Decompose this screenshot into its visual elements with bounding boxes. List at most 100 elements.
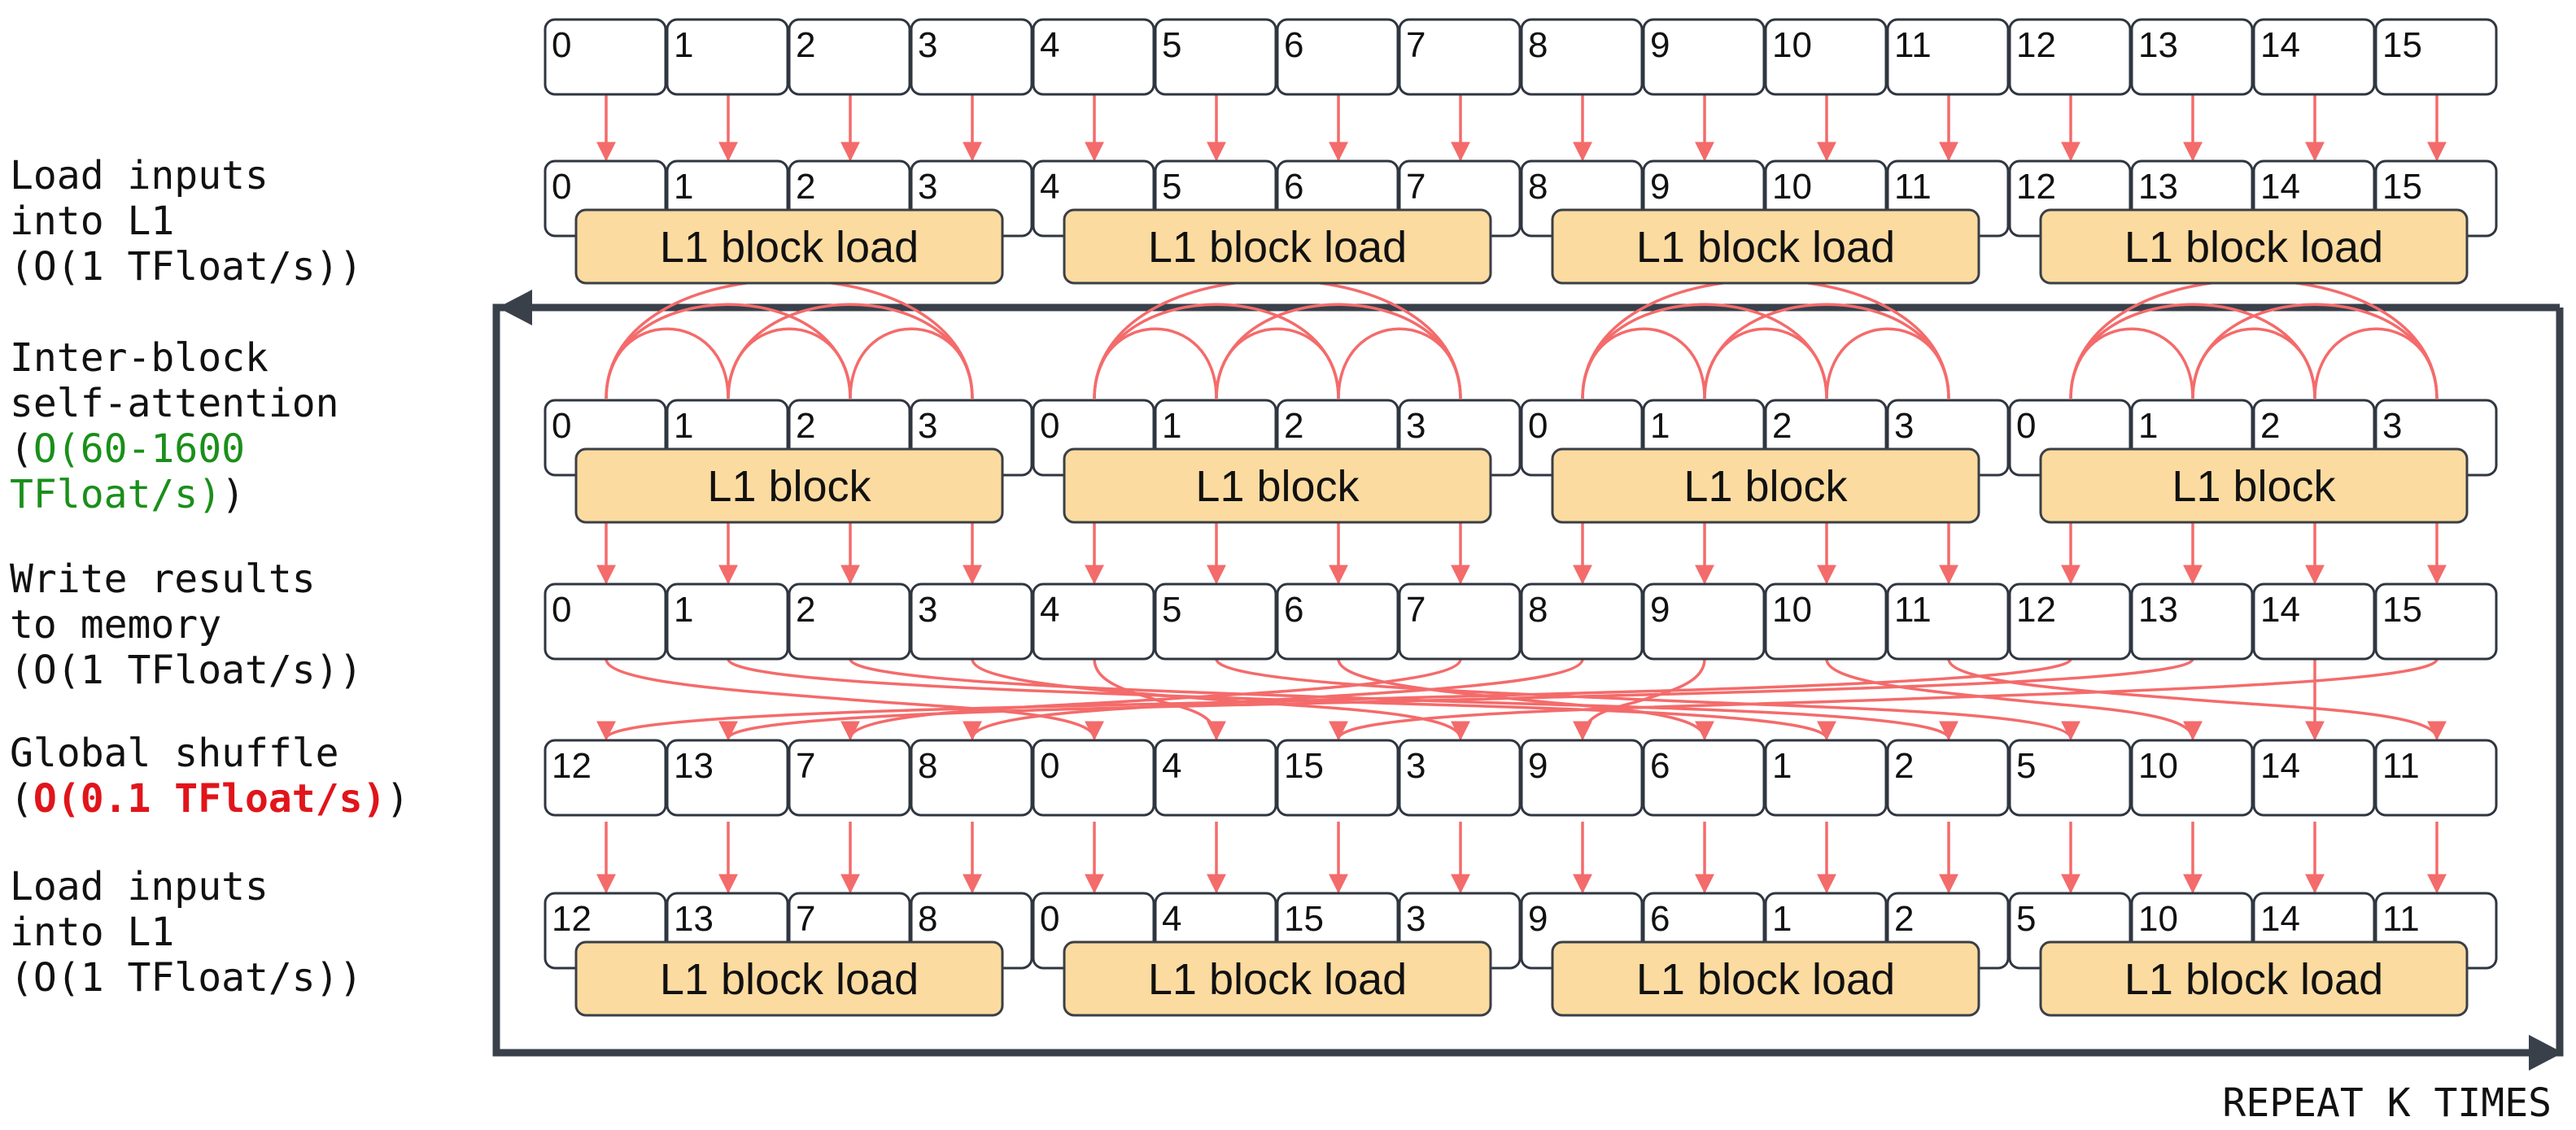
- attention-arc: [605, 327, 730, 399]
- cell-index: 10: [1772, 590, 1812, 630]
- cell-index: 4: [1162, 746, 1181, 786]
- cell-index: 1: [674, 590, 693, 630]
- stage-label-line: into L1: [10, 199, 174, 244]
- cell-index: 8: [918, 899, 937, 939]
- cell-index: 0: [552, 590, 571, 630]
- cell-index: 3: [1894, 406, 1914, 446]
- stage-label-part: O(60-1600: [33, 426, 245, 472]
- cell-index: 11: [1894, 25, 1932, 65]
- stage-label-line: Write results: [10, 556, 316, 602]
- l1-block: [574, 208, 1004, 285]
- cell-index: 1: [1650, 406, 1670, 446]
- stage-label-line: Load inputs: [10, 153, 269, 199]
- memory-cell: [910, 18, 1033, 96]
- cell-index: 11: [2382, 746, 2420, 786]
- cell-index: 12: [552, 899, 592, 939]
- cell-index: 0: [552, 25, 571, 65]
- cell-index: 3: [1406, 406, 1426, 446]
- memory-cell: [1886, 739, 2010, 817]
- shuffle-arrow: [1947, 658, 2447, 741]
- cell-index: 4: [1162, 899, 1181, 939]
- memory-cell: [1276, 18, 1399, 96]
- l1-block: [1063, 447, 1492, 524]
- l1-block-label: L1 block load: [2124, 955, 2383, 1004]
- attention-arc: [2069, 327, 2194, 399]
- loop-arrowhead-left: [498, 290, 532, 325]
- cell-index: 11: [1894, 167, 1932, 207]
- memory-cell: [1398, 18, 1522, 96]
- attention-arc: [2313, 327, 2438, 399]
- cell-index: 10: [2138, 746, 2178, 786]
- cell-index: 3: [2382, 406, 2402, 446]
- cell-index: 14: [2260, 746, 2300, 786]
- stage-label-part: O(0.1 TFloat/s): [33, 776, 386, 822]
- cell-index: 6: [1284, 25, 1303, 65]
- stage-label-line: (O(0.1 TFloat/s)): [10, 776, 409, 822]
- shuffle-arrow: [963, 658, 1584, 741]
- cell-index: 7: [796, 746, 815, 786]
- stage-label-part: ): [221, 472, 245, 517]
- shuffle-arrow: [1825, 658, 2203, 741]
- memory-cell: [2374, 739, 2498, 817]
- memory-cell: [1154, 582, 1277, 661]
- cell-index: 7: [1406, 590, 1426, 630]
- memory-cell: [1276, 582, 1399, 661]
- cell-index: 2: [1894, 899, 1914, 939]
- stage-label-line: into L1: [10, 910, 174, 955]
- repeat-label: REPEAT K TIMES: [2222, 1080, 2552, 1126]
- cell-index: 1: [1162, 406, 1181, 446]
- memory-cell: [2130, 582, 2254, 661]
- cell-index: 12: [2016, 590, 2056, 630]
- memory-cell: [1764, 739, 1888, 817]
- memory-cell: [544, 582, 667, 661]
- cell-index: 1: [674, 406, 693, 446]
- memory-cell: [1276, 739, 1399, 817]
- attention-arc: [605, 278, 974, 399]
- memory-cell: [2374, 582, 2498, 661]
- cell-index: 3: [918, 25, 937, 65]
- cell-index: 15: [2382, 590, 2422, 630]
- memory-cell: [1154, 739, 1277, 817]
- memory-cell: [2008, 739, 2132, 817]
- cell-index: 13: [2138, 25, 2178, 65]
- cell-index: 11: [2382, 899, 2420, 939]
- cell-index: 15: [1284, 746, 1324, 786]
- memory-cell: [2374, 18, 2498, 96]
- l1-block: [1063, 208, 1492, 285]
- memory-cell: [2252, 582, 2376, 661]
- cell-index: 5: [1162, 590, 1181, 630]
- cell-index: 1: [674, 167, 693, 207]
- stage-label-line: to memory: [10, 602, 221, 648]
- l1-block: [1551, 208, 1980, 285]
- cell-index: 8: [918, 746, 937, 786]
- cell-index: 13: [674, 746, 714, 786]
- l1-block-label: L1 block: [707, 462, 871, 511]
- memory-cell: [544, 739, 667, 817]
- cell-index: 5: [1162, 167, 1181, 207]
- l1-block: [2039, 940, 2469, 1017]
- l1-block-label: L1 block: [1683, 462, 1848, 511]
- cell-index: 4: [1040, 590, 1059, 630]
- cell-index: 15: [1284, 899, 1324, 939]
- cell-index: 6: [1284, 590, 1303, 630]
- memory-cell: [1398, 739, 1522, 817]
- stage-label-part: (: [10, 776, 33, 822]
- cell-index: 0: [1040, 746, 1059, 786]
- cell-index: 2: [1284, 406, 1303, 446]
- arrows: [596, 94, 2447, 894]
- stage-label-line: (O(1 TFloat/s)): [10, 648, 362, 693]
- l1-block: [1551, 940, 1980, 1017]
- attention-arc: [1581, 327, 1706, 399]
- l1-block-label: L1 block: [1195, 462, 1360, 511]
- cell-index: 2: [2260, 406, 2280, 446]
- cell-index: 3: [1406, 899, 1426, 939]
- cell-index: 12: [552, 746, 592, 786]
- cell-index: 2: [796, 25, 815, 65]
- attention-arc: [2069, 278, 2438, 399]
